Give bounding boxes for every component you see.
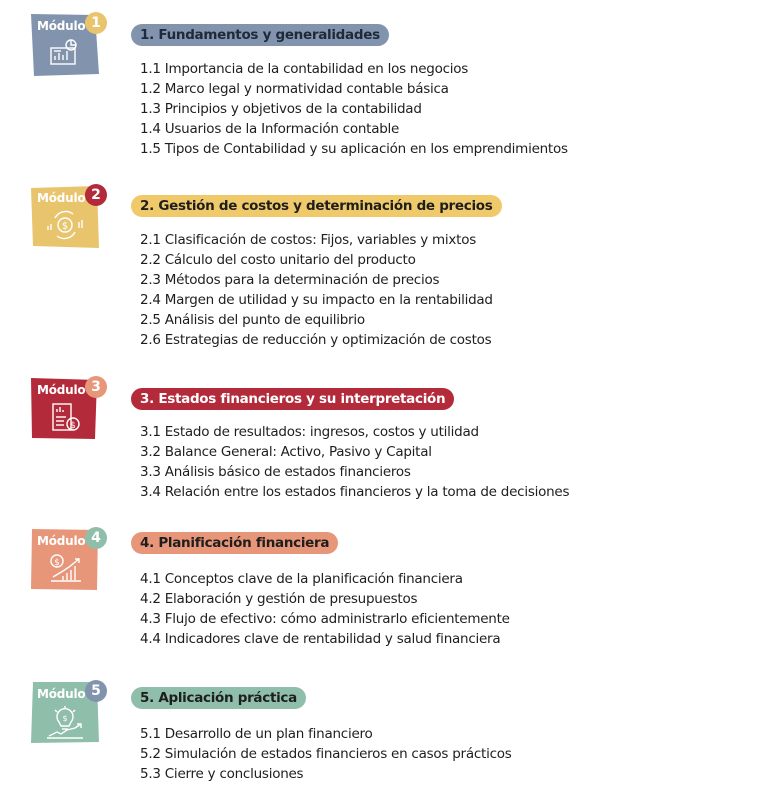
topic-list: 3.1 Estado de resultados: ingresos, cost… (140, 422, 570, 502)
module-badge: Módulo 2 $ (31, 184, 107, 248)
list-item: 1.5 Tipos de Contabilidad y su aplicació… (140, 141, 568, 157)
topic-list: 5.1 Desarrollo de un plan financiero 5.2… (140, 724, 512, 784)
growth-chart-icon: $ (50, 554, 81, 582)
module-number: 1 (85, 12, 107, 34)
badge-background (31, 14, 99, 76)
list-item: 2.5 Análisis del punto de equilibrio (140, 312, 365, 328)
list-item: 5.1 Desarrollo de un plan financiero (140, 726, 373, 742)
list-item: 1.3 Principios y objetivos de la contabi… (140, 101, 422, 117)
svg-text:$: $ (70, 421, 76, 431)
topic-list: 1.1 Importancia de la contabilidad en lo… (140, 59, 568, 159)
list-item: 4.1 Conceptos clave de la planificación … (140, 571, 463, 587)
module-title: 3. Estados financieros y su interpretaci… (131, 388, 455, 410)
idea-growth-icon: $ (47, 706, 83, 739)
module-number: 2 (85, 184, 107, 206)
topic-list: 2.1 Clasificación de costos: Fijos, vari… (140, 230, 493, 350)
svg-text:$: $ (62, 221, 68, 232)
module-label: Módulo (37, 687, 86, 701)
list-item: 4.3 Flujo de efectivo: cómo administrarl… (140, 611, 510, 627)
module-number: 3 (85, 376, 107, 398)
module-label: Módulo (37, 19, 86, 33)
financial-statement-icon: $ (52, 403, 80, 431)
list-item: 3.3 Análisis básico de estados financier… (140, 464, 411, 480)
module-label: Módulo (37, 534, 86, 548)
module-title: 2. Gestión de costos y determinación de … (131, 195, 502, 217)
module-title: 1. Fundamentos y generalidades (131, 24, 389, 46)
module-title: 4. Planificación financiera (131, 532, 339, 554)
list-item: 2.6 Estrategias de reducción y optimizac… (140, 332, 492, 348)
chart-document-icon (50, 39, 77, 65)
list-item: 2.1 Clasificación de costos: Fijos, vari… (140, 232, 476, 248)
list-item: 5.2 Simulación de estados financieros en… (140, 746, 512, 762)
module-title: 5. Aplicación práctica (131, 687, 306, 709)
money-cycle-icon: $ (47, 210, 83, 240)
badge-background (31, 529, 98, 590)
badge-background (31, 682, 99, 743)
module-badge: Módulo 4 $ (31, 527, 107, 590)
list-item: 1.4 Usuarios de la Información contable (140, 121, 400, 137)
svg-text:$: $ (54, 558, 60, 568)
module-badge: Módulo 3 $ (31, 376, 107, 439)
list-item: 3.4 Relación entre los estados financier… (140, 484, 570, 500)
module-label: Módulo (37, 383, 86, 397)
module-badge: Módulo 5 $ (31, 680, 107, 743)
module-number: 5 (85, 680, 107, 702)
badge-background (31, 186, 99, 248)
list-item: 4.4 Indicadores clave de rentabilidad y … (140, 631, 501, 647)
list-item: 2.4 Margen de utilidad y su impacto en l… (140, 292, 493, 308)
topic-list: 4.1 Conceptos clave de la planificación … (140, 569, 510, 649)
module-badge: Módulo 1 (31, 12, 107, 76)
module-number: 4 (85, 527, 107, 549)
list-item: 4.2 Elaboración y gestión de presupuesto… (140, 591, 418, 607)
list-item: 1.1 Importancia de la contabilidad en lo… (140, 61, 469, 77)
list-item: 1.2 Marco legal y normatividad contable … (140, 81, 449, 97)
list-item: 5.3 Cierre y conclusiones (140, 766, 304, 782)
list-item: 3.1 Estado de resultados: ingresos, cost… (140, 424, 479, 440)
module-label: Módulo (37, 191, 86, 205)
badge-background (31, 378, 97, 439)
list-item: 2.3 Métodos para la determinación de pre… (140, 272, 440, 288)
list-item: 3.2 Balance General: Activo, Pasivo y Ca… (140, 444, 432, 460)
svg-text:$: $ (62, 714, 67, 723)
list-item: 2.2 Cálculo del costo unitario del produ… (140, 252, 416, 268)
